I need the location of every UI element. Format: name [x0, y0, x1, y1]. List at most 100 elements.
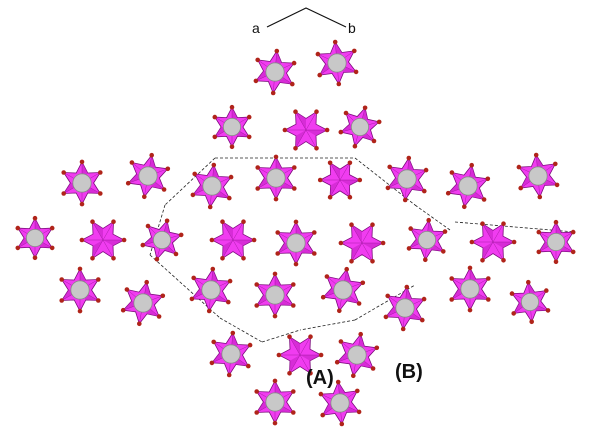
polyhedral-cluster	[469, 221, 517, 263]
polyhedral-cluster	[449, 265, 491, 313]
cation-atom	[70, 280, 90, 300]
oxygen-atom	[339, 421, 345, 427]
oxygen-atom	[61, 170, 66, 175]
oxygen-atom	[212, 114, 218, 120]
oxygen-atom	[293, 146, 298, 151]
polyhedron-facet	[493, 242, 515, 248]
cation-atom	[286, 233, 306, 253]
oxygen-atom	[90, 219, 95, 224]
oxygen-atom	[481, 197, 487, 202]
cation-atom	[417, 230, 437, 250]
oxygen-atom	[291, 60, 297, 66]
oxygen-atom	[160, 293, 166, 299]
oxygen-atom	[338, 339, 344, 344]
oxygen-atom	[469, 162, 475, 168]
oxygen-atom	[32, 215, 38, 221]
oxygen-atom	[511, 311, 516, 316]
polyhedral-cluster	[254, 271, 296, 319]
oxygen-atom	[290, 81, 295, 87]
oxygen-atom	[79, 237, 85, 243]
oxygen-atom	[349, 259, 354, 264]
oxygen-atom	[406, 155, 412, 161]
polyhedral-cluster	[516, 152, 560, 200]
oxygen-atom	[536, 249, 542, 255]
oxygen-atom	[334, 359, 340, 365]
oxygen-atom	[241, 255, 246, 261]
polyhedral-cluster	[15, 215, 55, 261]
oxygen-atom	[173, 251, 179, 257]
polyhedron-edge	[295, 111, 307, 131]
oxygen-atom	[246, 114, 252, 120]
oxygen-atom	[406, 246, 412, 251]
oxygen-atom	[59, 298, 64, 303]
oxygen-atom	[511, 239, 517, 245]
oxygen-atom	[358, 331, 364, 337]
polyhedron-edge	[305, 129, 317, 149]
oxygen-atom	[337, 308, 342, 314]
oxygen-atom	[536, 229, 542, 235]
polyhedron-edge	[289, 336, 301, 356]
polyhedral-cluster	[212, 104, 252, 150]
oxygen-atom	[338, 129, 344, 135]
cation-atom	[528, 166, 548, 186]
oxygen-atom	[129, 160, 135, 165]
polyhedron-edge	[299, 354, 311, 374]
oxygen-atom	[308, 334, 313, 340]
polyhedral-cluster	[334, 331, 380, 379]
oxygen-atom	[142, 194, 147, 200]
oxygen-atom	[570, 249, 576, 255]
polyhedral-cluster	[536, 219, 576, 265]
polyhedron-edge	[92, 221, 104, 241]
polyhedral-cluster	[209, 330, 253, 378]
axis-a-label: a	[252, 20, 260, 36]
oxygen-atom	[164, 218, 170, 224]
oxygen-atom	[191, 275, 196, 281]
polyhedral-cluster	[120, 279, 166, 327]
oxygen-atom	[462, 204, 467, 210]
polyhedral-cluster	[282, 109, 330, 151]
oxygen-atom	[426, 217, 432, 223]
oxygen-atom	[282, 127, 288, 133]
oxygen-atom	[423, 257, 428, 263]
oxygen-atom	[79, 159, 85, 165]
oxygen-atom	[228, 174, 234, 180]
oxygen-atom	[312, 230, 317, 235]
oxygen-atom	[344, 266, 350, 272]
oxygen-atom	[347, 160, 353, 166]
polyhedral-cluster	[406, 217, 448, 263]
polyhedron-edge	[222, 221, 234, 241]
oxygen-atom	[338, 240, 344, 246]
oxygen-atom	[501, 258, 506, 263]
oxygen-atom	[246, 134, 252, 140]
polyhedron-edge	[305, 111, 317, 131]
oxygen-atom	[96, 298, 101, 303]
oxygen-atom	[287, 371, 292, 376]
cation-atom	[133, 293, 153, 313]
polyhedron-edge	[492, 223, 504, 243]
oxygen-atom	[385, 293, 391, 299]
polyhedral-cluster	[189, 266, 233, 314]
polyhedron-facet	[103, 240, 125, 246]
cation-atom	[202, 176, 222, 196]
oxygen-atom	[486, 276, 491, 281]
oxygen-atom	[227, 195, 232, 201]
oxygen-atom	[272, 420, 278, 426]
oxygen-atom	[421, 296, 427, 302]
oxygen-atom	[442, 229, 448, 234]
oxygen-atom	[423, 167, 429, 173]
oxygen-atom	[544, 288, 549, 293]
oxygen-atom	[404, 284, 410, 290]
oxygen-atom	[516, 164, 522, 170]
polyhedron-edge	[361, 224, 373, 244]
oxygen-atom	[209, 360, 215, 366]
oxygen-atom	[124, 287, 130, 292]
oxygen-atom	[272, 378, 278, 384]
polyhedron-facet	[233, 240, 255, 246]
oxygen-atom	[317, 72, 323, 78]
oxygen-atom	[480, 258, 485, 263]
oxygen-atom	[293, 109, 298, 114]
oxygen-atom	[335, 379, 341, 385]
polyhedral-cluster	[445, 162, 491, 210]
oxygen-atom	[352, 48, 357, 54]
